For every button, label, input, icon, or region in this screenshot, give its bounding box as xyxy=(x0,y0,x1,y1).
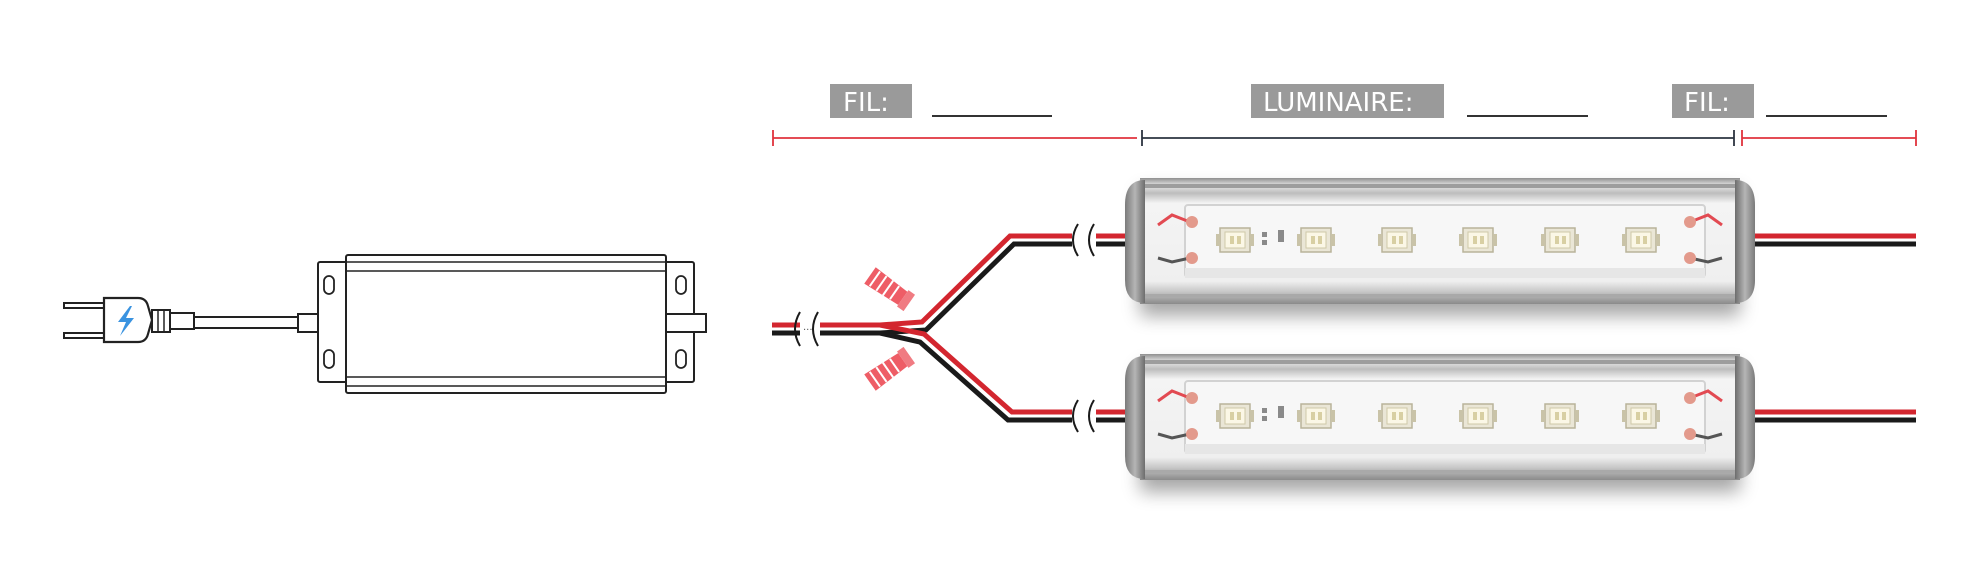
branch-wires xyxy=(879,233,1128,423)
fixture-length-label: LUMINAIRE: xyxy=(1251,84,1588,118)
output-wire-top xyxy=(1755,233,1916,247)
fixture-label-text: LUMINAIRE: xyxy=(1263,88,1413,118)
lightning-icon xyxy=(118,306,134,336)
wire-break-marks xyxy=(1072,223,1095,433)
led-light-bar-icon xyxy=(1125,354,1755,480)
dimension-line-fixture xyxy=(1141,130,1735,146)
wire-label-right-text: FIL: xyxy=(1684,88,1730,118)
dimension-line-wire-left xyxy=(772,130,1137,146)
plug-icon xyxy=(63,296,195,344)
led-light-bar-icon xyxy=(1125,178,1755,304)
wire-length-label-right: FIL: xyxy=(1672,84,1887,118)
svg-text:···: ··· xyxy=(803,325,813,336)
input-wire: ··· xyxy=(772,311,880,347)
fixture-label-bg xyxy=(1251,84,1444,118)
power-supply-icon xyxy=(317,254,707,394)
wire-nut-icon xyxy=(864,267,916,312)
wire-nut-icon xyxy=(864,346,916,391)
wire-label-left-bg xyxy=(830,84,912,118)
wire-label-right-bg xyxy=(1672,84,1754,118)
dimension-line-wire-right xyxy=(1741,130,1917,146)
wire-length-label-left: FIL: xyxy=(830,84,1052,118)
wire-label-left-text: FIL: xyxy=(843,88,889,118)
output-wire-bottom xyxy=(1755,409,1916,423)
